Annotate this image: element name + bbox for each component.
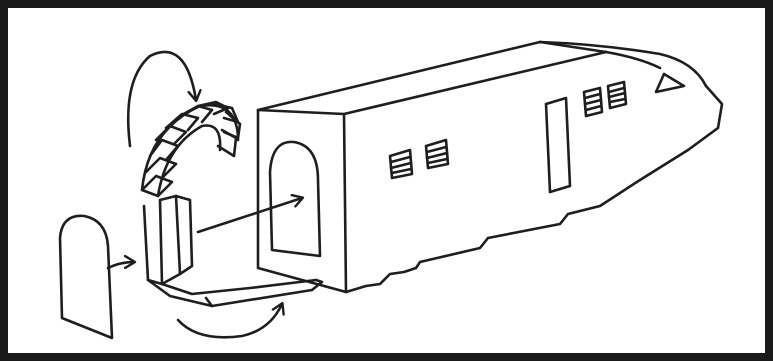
vent-window-4 (606, 80, 628, 110)
train-car (256, 40, 724, 294)
bottom-curved-arrow-icon (176, 304, 282, 339)
insertion-arrow-icon (196, 198, 302, 234)
curved-rotation-arrow-icon (126, 50, 196, 148)
arched-doorway-panel (58, 214, 114, 340)
vent-window-3 (582, 86, 604, 118)
folding-accordion-tunnel (140, 100, 324, 308)
vent-window-2 (424, 138, 450, 170)
side-door (544, 96, 572, 194)
panel-to-tunnel-arrow-icon (106, 262, 134, 270)
cab-window (654, 72, 686, 94)
vent-window-1 (388, 148, 414, 180)
